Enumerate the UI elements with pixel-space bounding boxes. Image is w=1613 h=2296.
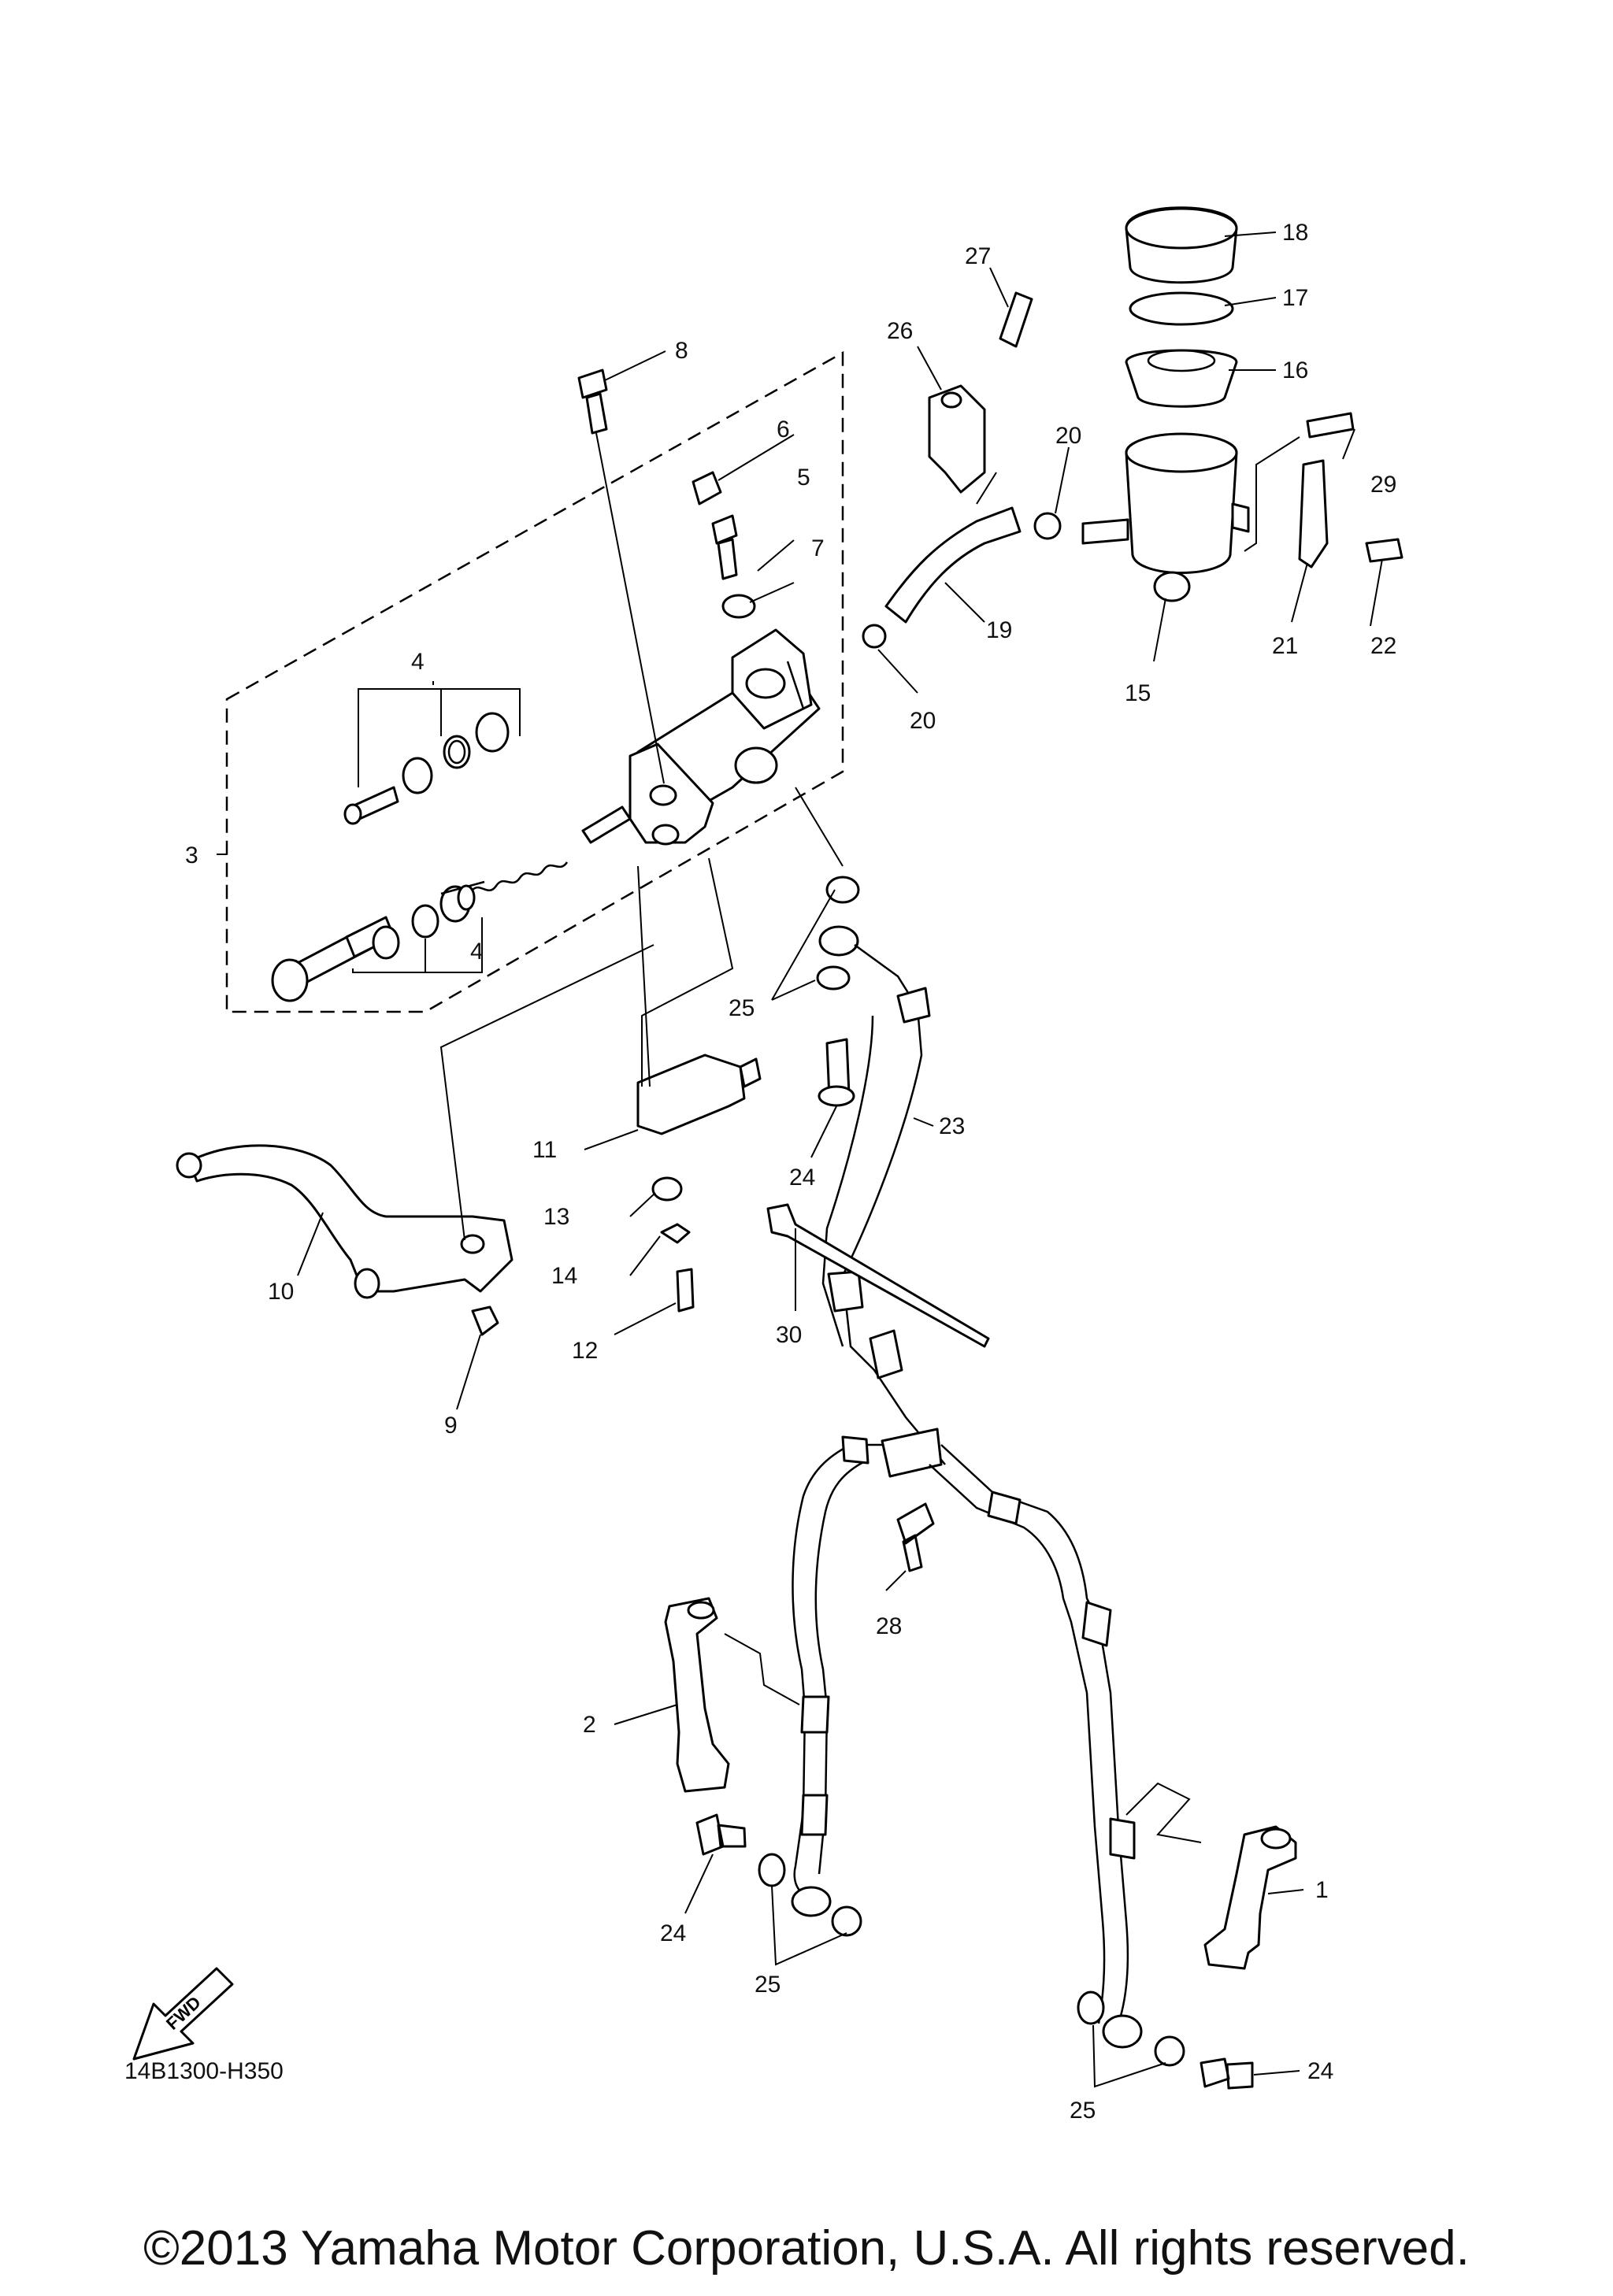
callouts: 1 2 3 4 4 5 6 7 8 9 10 11 12 13 14 15 16…	[185, 220, 1396, 2124]
clamp-20-lower	[862, 624, 887, 649]
callout-10: 10	[268, 1279, 294, 1305]
callout-14: 14	[551, 1263, 577, 1289]
joint	[881, 1428, 943, 1478]
callout-24b: 24	[660, 1920, 686, 1946]
washer-25-right-a	[1077, 1990, 1105, 2025]
callout-22: 22	[1370, 633, 1396, 659]
diaphragm-16	[1125, 349, 1238, 408]
washer-25-left-b	[831, 1905, 862, 1937]
callout-13: 13	[543, 1204, 569, 1230]
brake-hose-23	[841, 943, 946, 1465]
callout-8: 8	[675, 338, 688, 364]
holder-26	[928, 384, 986, 494]
cap-6	[692, 471, 722, 505]
washer-7	[721, 594, 756, 619]
callout-25b: 25	[755, 1972, 781, 1998]
union-bolt-24-left	[695, 1813, 747, 1856]
master-cylinder-body	[629, 628, 821, 846]
callout-3: 3	[185, 842, 198, 868]
callout-17: 17	[1282, 285, 1308, 311]
callout-11: 11	[532, 1137, 557, 1163]
brake-hose-left	[792, 1443, 882, 1895]
callout-7: 7	[811, 535, 825, 561]
bleeder-5	[711, 514, 738, 580]
nut-14	[660, 1223, 691, 1244]
washer-25-top	[825, 876, 860, 904]
callout-6: 6	[777, 417, 790, 443]
callout-23: 23	[939, 1113, 965, 1139]
piston-assembly	[271, 805, 632, 1002]
bolt-29	[1306, 412, 1355, 439]
callout-28: 28	[876, 1613, 902, 1639]
hose-19	[884, 506, 1022, 624]
fwd-arrow-icon: FWD	[132, 1967, 234, 2061]
brake-lever-10	[187, 1144, 514, 1293]
kit-boundary	[225, 350, 844, 1013]
callout-29: 29	[1370, 472, 1396, 498]
callout-27: 27	[965, 243, 991, 269]
callout-16: 16	[1282, 357, 1308, 383]
callout-5: 5	[797, 465, 810, 491]
washer-25-right-b	[1154, 2035, 1185, 2067]
callout-4b: 4	[470, 939, 484, 965]
callout-19: 19	[986, 617, 1012, 643]
bolt-8	[577, 368, 608, 435]
union-bolt-24-right	[1200, 2057, 1254, 2090]
callout-15: 15	[1125, 680, 1151, 706]
seal-kit-upper	[343, 712, 510, 825]
callout-9: 9	[444, 1413, 458, 1439]
bracket-21	[1298, 459, 1329, 568]
callout-25a: 25	[729, 995, 755, 1021]
bracket-2	[664, 1597, 730, 1793]
bracket-1	[1203, 1825, 1297, 1970]
callout-30: 30	[776, 1322, 802, 1348]
clamp-20-upper	[1033, 512, 1062, 540]
bolt-27	[999, 291, 1033, 348]
reservoir-assembly	[1081, 206, 1250, 602]
callout-24a: 24	[789, 1165, 815, 1191]
callout-20b: 20	[910, 708, 936, 734]
washer-13	[651, 1176, 683, 1202]
callout-2: 2	[583, 1712, 596, 1738]
callout-1: 1	[1315, 1877, 1329, 1903]
bolt-28	[896, 1502, 935, 1572]
nut-9	[471, 1305, 499, 1336]
diaphragm-plate-17	[1129, 291, 1234, 326]
callout-24c: 24	[1307, 2058, 1333, 2084]
callout-26: 26	[887, 318, 913, 344]
callout-20a: 20	[1055, 423, 1081, 449]
leader-lines	[217, 231, 1383, 2088]
diagram-code: 14B1300-H350	[124, 2058, 284, 2084]
copyright-footer: ©2013 Yamaha Motor Corporation, U.S.A. A…	[143, 2221, 1470, 2276]
callout-25c: 25	[1070, 2098, 1096, 2124]
screw-22	[1365, 538, 1403, 563]
washer-25-left-a	[758, 1853, 786, 1887]
cable-tie-30	[766, 1203, 990, 1348]
screw-12	[676, 1268, 695, 1313]
callout-21: 21	[1272, 633, 1298, 659]
switch-11	[636, 1054, 746, 1135]
callout-4a: 4	[411, 649, 425, 675]
brake-hose-right	[940, 1444, 1129, 2024]
callout-12: 12	[572, 1338, 598, 1364]
callout-18: 18	[1282, 220, 1308, 246]
